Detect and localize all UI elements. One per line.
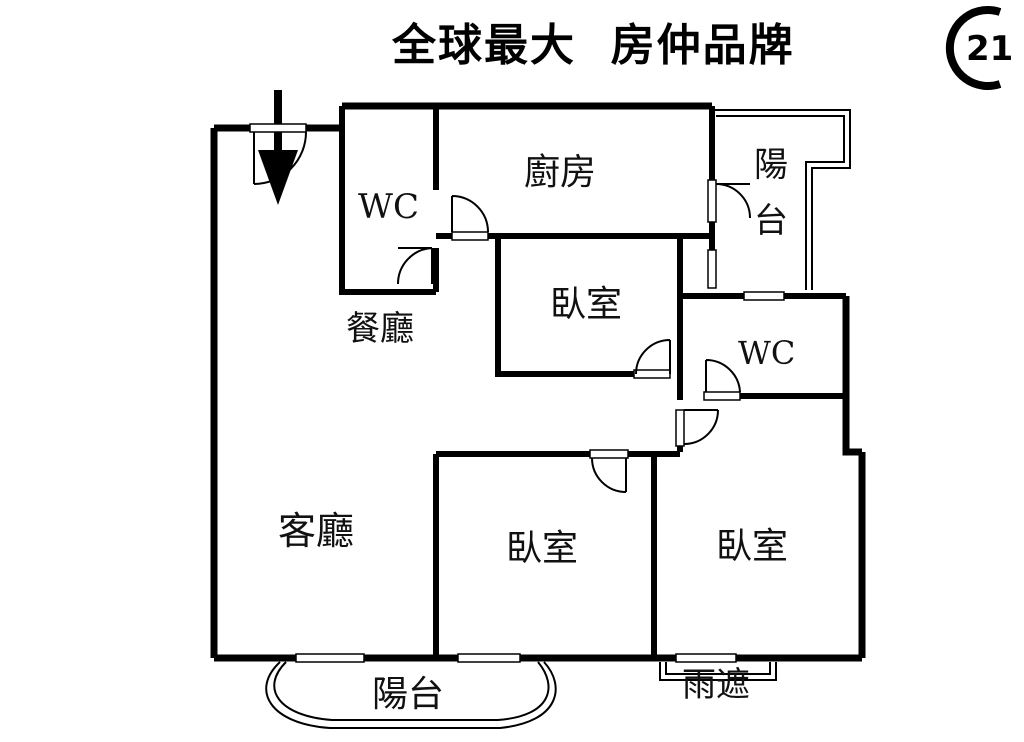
windows [249,123,785,663]
room-label-balcony-top-1: 陽 [754,145,788,185]
room-label-balcony-bottom: 陽台 [372,674,444,715]
room-label-wc-top: WC [358,187,419,227]
room-label-balcony-top-2: 台 [754,201,788,241]
door-swings [253,131,751,493]
room-label-bedroom-right: 臥室 [716,526,788,567]
room-label-dining: 餐廳 [346,309,414,349]
logo-text: 21 [966,29,1013,69]
outer-walls [210,102,866,662]
balcony-bottom-rail [265,661,557,729]
canopy-outline [659,662,777,681]
room-label-canopy: 雨遮 [682,665,750,705]
room-label-wc-mid: WC [738,334,795,372]
room-label-kitchen: 廚房 [524,152,596,193]
balcony-top-outline [712,109,851,290]
brand-slogan: 全球最大 房仲品牌 [392,20,795,71]
room-label-bedroom-middle: 臥室 [506,528,578,569]
room-label-bedroom-upper: 臥室 [550,284,622,325]
century21-logo: 21 [945,6,1013,90]
room-label-living: 客廳 [278,509,354,553]
entrance-arrow-icon [258,90,298,205]
